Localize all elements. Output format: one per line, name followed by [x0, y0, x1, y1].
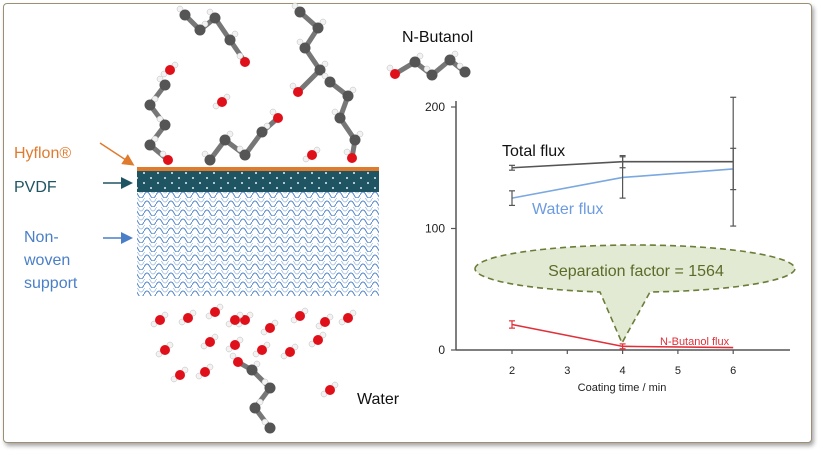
water-molecule: [252, 341, 271, 358]
water-molecule: [260, 319, 279, 336]
nonwoven-layer: [137, 192, 379, 296]
error-bar: [509, 320, 515, 329]
y-tick-label: 100: [425, 222, 445, 236]
water-molecule: [170, 366, 189, 383]
butanol-molecule: [321, 72, 364, 163]
nonwoven-label-1: Non-: [24, 229, 59, 246]
y-tick-label: 0: [438, 343, 445, 357]
water-molecule: [225, 311, 244, 328]
hyflon-layer: [137, 167, 379, 171]
error-bar: [619, 343, 626, 350]
nbutanol-label: N-Butanol: [402, 29, 473, 46]
water-molecule: [200, 333, 219, 350]
series-label: N-Butanol flux: [660, 336, 730, 348]
separation-factor-callout: [474, 244, 796, 345]
y-tick-label: 200: [425, 100, 445, 114]
nonwoven-label-2: woven: [23, 252, 70, 269]
nonwoven-label-3: support: [24, 275, 78, 292]
x-tick-label: 2: [509, 365, 515, 377]
molecules: [144, 2, 471, 434]
butanol-molecule: [201, 108, 283, 166]
water-molecule: [308, 331, 327, 348]
water-molecule: [315, 313, 334, 330]
water-molecule: [290, 307, 309, 324]
pvdf-label: PVDF: [14, 179, 57, 196]
water-molecule: [302, 146, 321, 163]
hyflon-arrow: [99, 142, 135, 166]
butanol-molecule: [144, 75, 173, 165]
water-molecule: [320, 381, 339, 398]
butanol-molecule: [176, 5, 250, 67]
error-bar: [509, 190, 515, 207]
water-molecule: [212, 93, 231, 110]
pvdf-pores: [137, 171, 379, 192]
x-axis-title: Coating time / min: [578, 382, 667, 394]
separation-factor-label: Separation factor = 1564: [548, 263, 724, 280]
water-label: Water: [357, 391, 400, 408]
series-label: Total flux: [502, 143, 565, 160]
butanol-molecule: [289, 2, 329, 97]
water-molecule: [225, 336, 244, 353]
flux-chart: Separation factor = 1564 Coating time / …: [425, 96, 796, 394]
error-bar: [619, 156, 626, 199]
x-tick-label: 4: [620, 365, 626, 377]
error-bar: [730, 147, 737, 191]
series-water-flux: [509, 147, 737, 207]
series-label: Water flux: [532, 201, 603, 218]
error-bar: [509, 164, 515, 171]
water-molecule: [338, 309, 357, 326]
water-molecule: [155, 341, 174, 358]
x-tick-label: 6: [730, 365, 736, 377]
x-tick-label: 3: [564, 365, 570, 377]
membrane: [137, 167, 379, 296]
water-molecule: [205, 303, 224, 320]
water-molecule: [160, 61, 179, 78]
butanol-molecule: [229, 352, 276, 434]
butanol-molecule: [386, 50, 471, 81]
water-molecule: [150, 311, 169, 328]
water-molecule: [280, 343, 299, 360]
series-n-butanol-flux: [509, 320, 734, 350]
hyflon-label: Hyflon®: [14, 145, 71, 162]
x-tick-label: 5: [675, 365, 681, 377]
water-molecule: [178, 309, 197, 326]
water-molecule: [195, 363, 214, 380]
